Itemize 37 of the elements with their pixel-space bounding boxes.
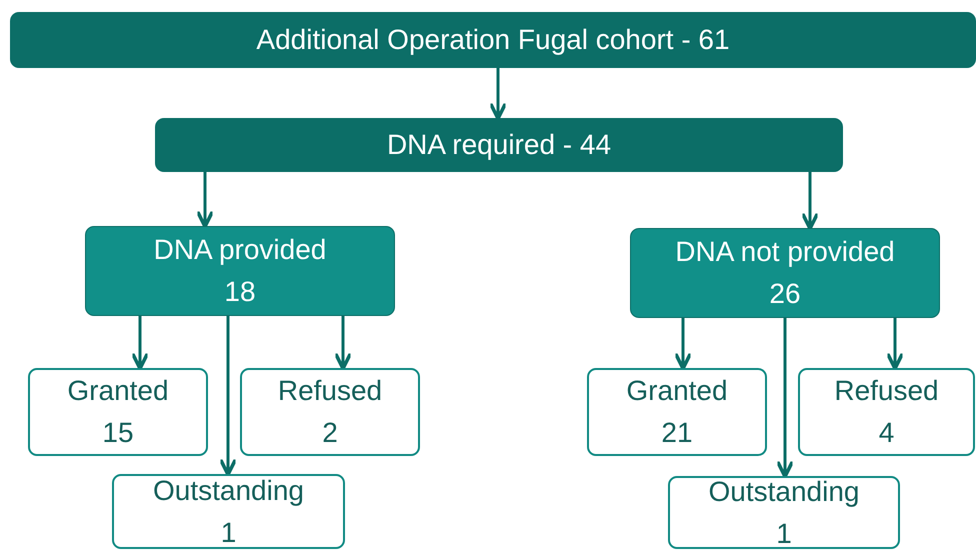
node-label: Outstanding xyxy=(708,474,860,509)
node-count: 1 xyxy=(220,516,236,550)
arrow xyxy=(130,316,150,370)
outcome-box xyxy=(112,474,345,549)
arrow xyxy=(334,316,352,370)
header-box xyxy=(10,12,976,68)
node-count: 2 xyxy=(322,416,338,450)
node-count: 15 xyxy=(102,416,134,450)
node-label: Granted xyxy=(626,374,728,408)
node-label: Refused xyxy=(834,374,939,408)
arrow xyxy=(488,68,508,120)
outcome-box xyxy=(587,368,767,456)
node-count: 21 xyxy=(661,416,693,450)
arrow xyxy=(674,318,692,370)
outcome-box xyxy=(28,368,208,456)
node-count: 26 xyxy=(769,277,801,311)
node-count: 4 xyxy=(878,416,894,450)
outcome-box xyxy=(798,368,975,456)
header-box xyxy=(155,118,843,172)
node-label: DNA provided xyxy=(154,233,326,267)
arrow xyxy=(196,172,214,228)
node-count: 1 xyxy=(776,516,792,550)
group-box xyxy=(85,226,395,316)
outcome-box xyxy=(668,476,900,549)
node-label: Outstanding xyxy=(153,474,304,508)
node-label: Refused xyxy=(278,374,382,408)
arrow xyxy=(776,318,794,478)
group-box xyxy=(630,228,940,318)
arrow xyxy=(218,316,238,476)
arrow xyxy=(886,318,904,370)
node-label: DNA not provided xyxy=(675,235,895,269)
outcome-box xyxy=(240,368,420,456)
node-label: Granted xyxy=(67,374,169,408)
node-label: Additional Operation Fugal cohort - 61 xyxy=(256,23,730,57)
node-count: 18 xyxy=(224,275,256,309)
node-label: DNA required - 44 xyxy=(386,128,612,162)
arrow xyxy=(800,172,820,230)
